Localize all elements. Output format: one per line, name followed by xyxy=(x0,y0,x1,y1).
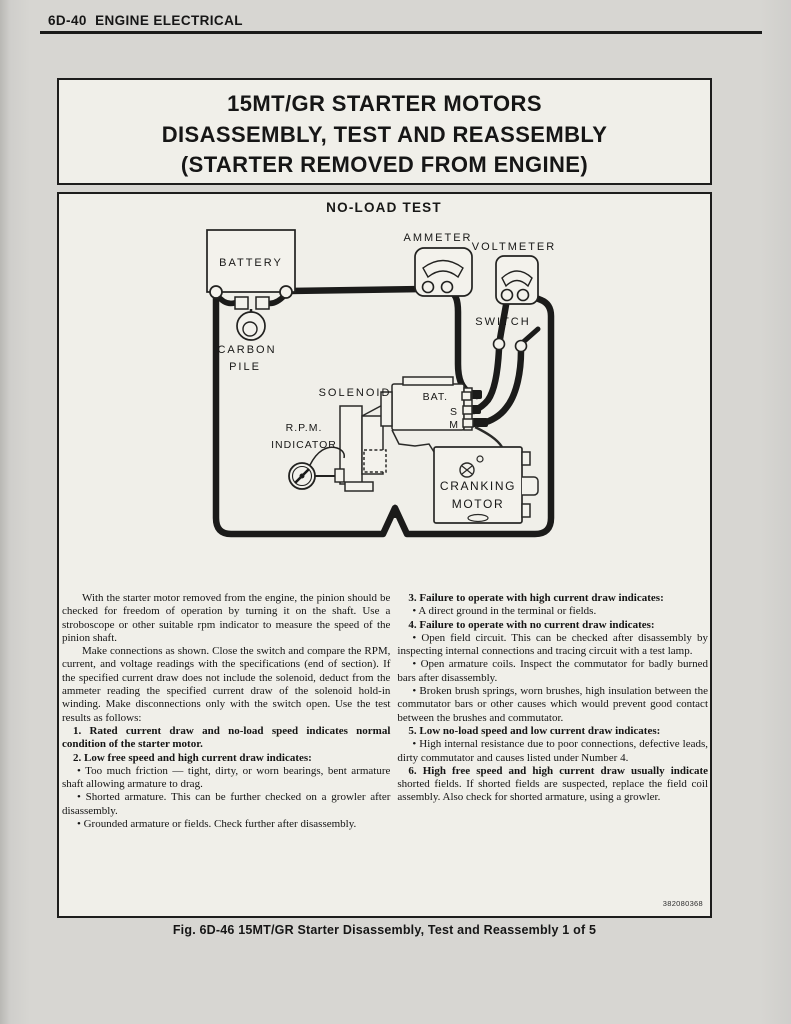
body-text-columns: With the starter motor removed from the … xyxy=(62,592,708,831)
rpm-label-2: INDICATOR xyxy=(271,439,337,451)
switch-to-s-wire xyxy=(470,345,503,415)
title-line-3: (STARTER REMOVED FROM ENGINE) xyxy=(180,152,589,177)
carbon-pile-symbol xyxy=(234,296,270,341)
voltmeter-terminal-left xyxy=(500,288,514,302)
voltmeter-scale xyxy=(501,270,533,288)
title-line-1: 15MT/GR STARTER MOTORS xyxy=(227,91,542,116)
switch-post-left xyxy=(492,337,506,351)
voltmeter-label: VOLTMETER xyxy=(472,241,556,253)
switch-to-m-wire xyxy=(479,347,525,427)
battery-symbol xyxy=(206,229,296,299)
rpm-cable xyxy=(309,446,345,466)
paragraph: With the starter motor removed from the … xyxy=(62,592,391,644)
battery-terminal-right xyxy=(279,285,293,299)
m-terminal-label: M xyxy=(449,419,459,431)
battery-terminal-left xyxy=(209,285,223,299)
paragraph: • Open armature coils. Inspect the commu… xyxy=(397,658,708,684)
text-column-right: 3. Failure to operate with high current … xyxy=(397,592,708,831)
switch-post-right xyxy=(514,339,528,353)
paragraph: 4. Failure to operate with no current dr… xyxy=(408,618,655,631)
battery-label: BATTERY xyxy=(219,257,283,269)
title-box: 15MT/GR STARTER MOTORS DISASSEMBLY, TEST… xyxy=(57,78,712,185)
paragraph: 3. Failure to operate with high current … xyxy=(408,592,664,604)
switch-label: SWITCH xyxy=(475,316,530,328)
paragraph: • Broken brush springs, worn brushes, hi… xyxy=(397,685,708,724)
figure-number: 382080368 xyxy=(662,899,703,908)
bat-terminal-lug xyxy=(461,391,472,401)
paragraph: Make connections as shown. Close the swi… xyxy=(62,645,391,724)
paragraph: • Shorted armature. This can be further … xyxy=(62,791,391,817)
paragraph: • Open field circuit. This can be checke… xyxy=(397,631,708,658)
paragraph: 6. High free speed and high current draw… xyxy=(397,764,708,804)
title-line-2: DISASSEMBLY, TEST AND REASSEMBLY xyxy=(161,121,608,147)
ammeter-label: AMMETER xyxy=(404,232,473,244)
cranking-motor-label-2: MOTOR xyxy=(452,497,504,511)
ammeter-scale xyxy=(422,259,464,279)
content-box: NO-LOAD TEST BATTERY AMMETER VOLTMETER S… xyxy=(57,192,712,918)
paragraph: • Grounded armature or fields. Check fur… xyxy=(77,818,357,831)
solenoid-label: SOLENOID xyxy=(319,387,392,399)
ground-connection-tip xyxy=(388,504,402,518)
figure-caption: Fig. 6D-46 15MT/GR Starter Disassembly, … xyxy=(172,923,597,937)
voltmeter-symbol xyxy=(495,255,539,305)
paragraph: • A direct ground in the terminal or fie… xyxy=(412,605,597,618)
ammeter-terminal-right xyxy=(440,280,454,294)
starter-motor-assembly xyxy=(339,376,539,524)
switch-symbol xyxy=(492,326,541,353)
paragraph: 1. Rated current draw and no-load speed … xyxy=(62,724,391,751)
paragraph: • High internal resistance due to poor c… xyxy=(397,738,708,764)
s-terminal-label: S xyxy=(450,406,458,418)
header-rule xyxy=(40,31,762,34)
paragraph: 5. Low no-load speed and low current dra… xyxy=(408,724,661,737)
m-terminal-lug xyxy=(462,418,474,428)
diagram-title: NO-LOAD TEST xyxy=(326,200,442,215)
no-load-test-diagram: NO-LOAD TEST BATTERY AMMETER VOLTMETER S… xyxy=(59,194,709,590)
carbon-pile-label-1: CARBON xyxy=(217,344,276,356)
paragraph: • Too much friction — tight, dirty, or w… xyxy=(62,764,391,791)
cranking-motor-label-1: CRANKING xyxy=(440,479,516,493)
page-header: 6D-40 ENGINE ELECTRICAL xyxy=(48,13,243,28)
rpm-label-1: R.P.M. xyxy=(286,422,323,434)
s-terminal-lug xyxy=(462,405,473,415)
ammeter-symbol xyxy=(414,247,473,297)
battery-to-ammeter-wire xyxy=(285,285,428,295)
carbon-pile-label-2: PILE xyxy=(229,361,261,373)
rpm-indicator-gauge xyxy=(288,446,345,490)
bat-terminal-label: BAT. xyxy=(423,391,448,403)
paragraph: 2. Low free speed and high current draw … xyxy=(73,751,312,764)
ammeter-terminal-left xyxy=(421,280,435,294)
motor-strap xyxy=(474,425,504,448)
text-column-left: With the starter motor removed from the … xyxy=(62,592,390,831)
voltmeter-terminal-right xyxy=(516,288,530,302)
